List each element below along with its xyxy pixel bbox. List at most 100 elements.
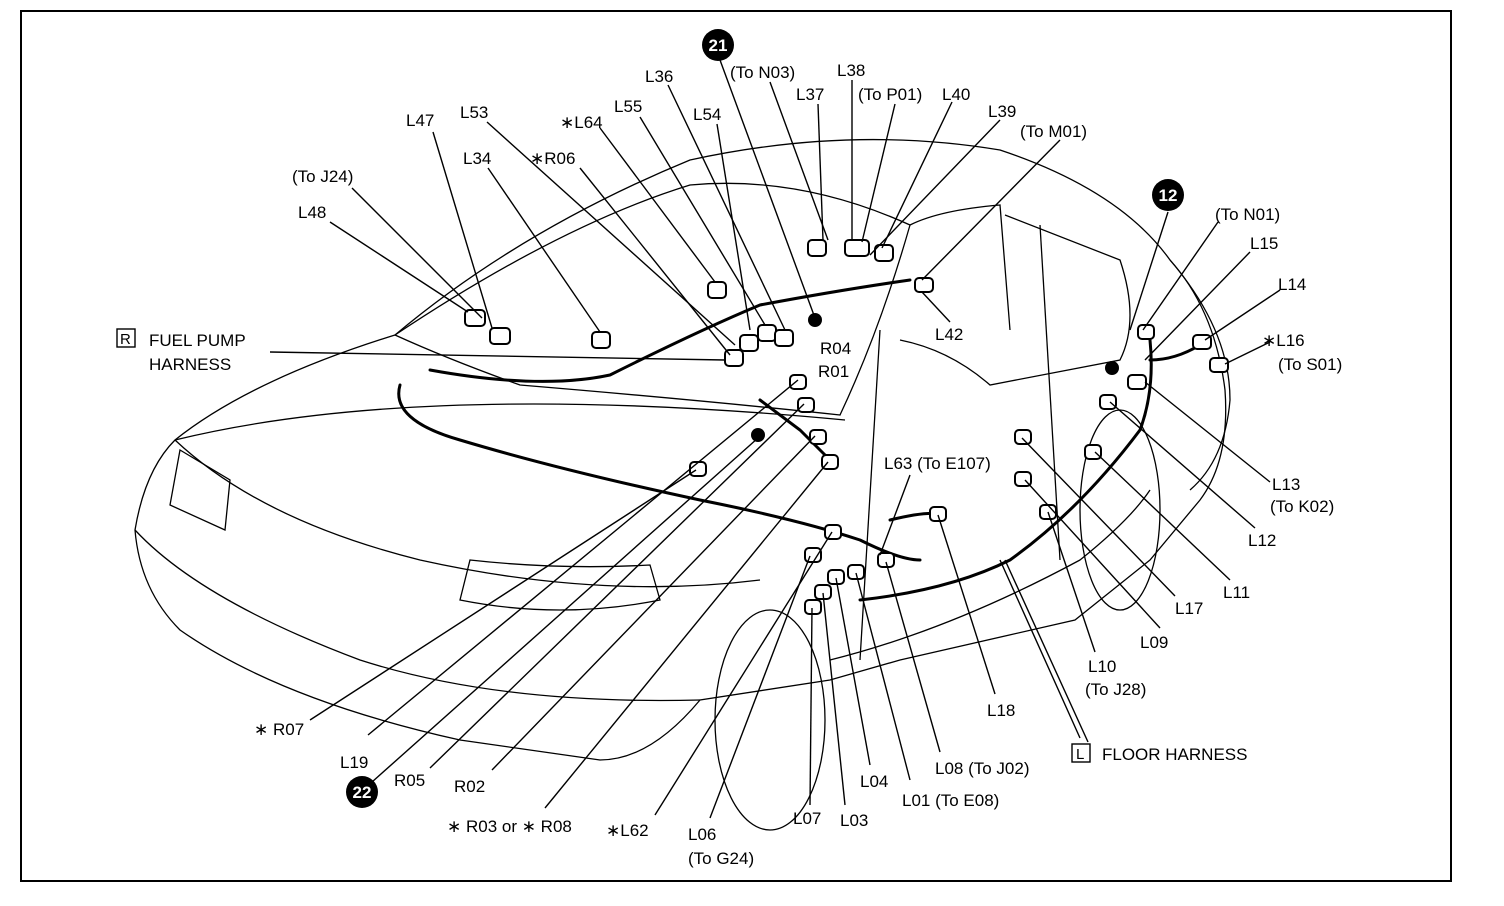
connector-21-dot bbox=[808, 313, 822, 327]
a-pillar bbox=[909, 204, 1011, 331]
connector-L17 bbox=[1014, 429, 1032, 445]
label-L64: ∗L64 bbox=[560, 113, 603, 132]
connector-L11 bbox=[1084, 444, 1102, 460]
connector-L54 bbox=[757, 324, 777, 342]
car-outline bbox=[134, 138, 1227, 761]
connector-22-dot bbox=[751, 428, 765, 442]
label-L17: L17 bbox=[1175, 599, 1203, 618]
label-toJ24: (To J24) bbox=[292, 167, 353, 186]
connector-L42 bbox=[914, 277, 934, 293]
connector-12-dot bbox=[1105, 361, 1119, 375]
label-L07: L07 bbox=[793, 809, 821, 828]
connector-labels: L47 L53 L36 L55 ∗L64 L54 L34 ∗R06 (To J2… bbox=[254, 61, 1342, 868]
diagram-frame bbox=[20, 10, 1452, 882]
windshield bbox=[393, 182, 911, 416]
connector-L48 bbox=[464, 309, 486, 327]
label-L39: L39 bbox=[988, 102, 1016, 121]
front-harness-bundle bbox=[758, 398, 832, 462]
label-R04: R04 bbox=[820, 339, 851, 358]
label-L16: ∗L16 bbox=[1262, 331, 1305, 350]
floor-marker-box bbox=[1071, 743, 1091, 763]
connector-L38 bbox=[844, 239, 870, 257]
connector-R03 bbox=[809, 429, 827, 445]
fuel-pump-label-line1: FUEL PUMP bbox=[149, 331, 246, 350]
connector-L34 bbox=[591, 331, 611, 349]
headlight-right bbox=[459, 559, 661, 611]
front-bumper bbox=[134, 529, 701, 702]
fuel-pump-harness-run bbox=[428, 278, 912, 383]
connector-L15 bbox=[1137, 324, 1155, 340]
floor-harness-side bbox=[858, 338, 1153, 602]
label-L03: L03 bbox=[840, 811, 868, 830]
door-line-front bbox=[859, 329, 881, 661]
label-L55: L55 bbox=[614, 97, 642, 116]
label-L13: L13 bbox=[1272, 475, 1300, 494]
label-R05: R05 bbox=[394, 771, 425, 790]
label-L14: L14 bbox=[1278, 275, 1306, 294]
label-L34: L34 bbox=[463, 149, 491, 168]
connector-L37 bbox=[807, 239, 827, 257]
label-L37: L37 bbox=[796, 85, 824, 104]
label-L18: L18 bbox=[987, 701, 1015, 720]
label-R01: R01 bbox=[818, 362, 849, 381]
label-R06: ∗R06 bbox=[530, 149, 575, 168]
label-toK02: (To K02) bbox=[1270, 497, 1334, 516]
side-window bbox=[899, 214, 1131, 386]
label-R03R08: ∗ R03 or ∗ R08 bbox=[447, 817, 572, 836]
label-toM01: (To M01) bbox=[1020, 122, 1087, 141]
connector-L16 bbox=[1209, 357, 1229, 373]
label-toG24: (To G24) bbox=[688, 849, 754, 868]
connector-L36 bbox=[774, 329, 794, 347]
label-L19: L19 bbox=[340, 753, 368, 772]
hood-line bbox=[174, 403, 846, 441]
connector-L62 bbox=[824, 524, 842, 540]
label-toN03: (To N03) bbox=[730, 63, 795, 82]
badge-22-text: 22 bbox=[353, 783, 372, 802]
floor-harness-label: FLOOR HARNESS bbox=[1102, 745, 1247, 764]
label-L62: ∗L62 bbox=[606, 821, 649, 840]
headlight-left bbox=[169, 448, 231, 531]
label-L38: L38 bbox=[837, 61, 865, 80]
front-wheel bbox=[714, 609, 826, 831]
label-L09: L09 bbox=[1140, 633, 1168, 652]
label-L08: L08 (To J02) bbox=[935, 759, 1030, 778]
connector-L08 bbox=[877, 552, 895, 568]
badge-12-text: 12 bbox=[1159, 186, 1178, 205]
connector-L18 bbox=[929, 506, 947, 522]
connector-L13 bbox=[1127, 374, 1147, 390]
label-L15: L15 bbox=[1250, 234, 1278, 253]
door-line-rear bbox=[1039, 224, 1061, 561]
badge-12: 12 bbox=[1152, 179, 1184, 211]
label-toJ28: (To J28) bbox=[1085, 680, 1146, 699]
label-L06: L06 bbox=[688, 825, 716, 844]
fuel-pump-marker-box bbox=[116, 328, 136, 348]
floor-harness-legend: L FLOOR HARNESS bbox=[1071, 743, 1247, 764]
harness-wiring bbox=[397, 278, 1202, 602]
connector-R02 bbox=[789, 374, 807, 390]
label-R07: ∗ R07 bbox=[254, 720, 304, 739]
label-L01: L01 (To E08) bbox=[902, 791, 999, 810]
label-L42: L42 bbox=[935, 325, 963, 344]
label-L47: L47 bbox=[406, 111, 434, 130]
label-toN01: (To N01) bbox=[1215, 205, 1280, 224]
floor-harness-main bbox=[397, 383, 922, 562]
label-toP01: (To P01) bbox=[858, 85, 922, 104]
label-L54: L54 bbox=[693, 105, 721, 124]
label-toS01: (To S01) bbox=[1278, 355, 1342, 374]
rear-end bbox=[1169, 259, 1231, 491]
label-L48: L48 bbox=[298, 203, 326, 222]
label-L36: L36 bbox=[645, 67, 673, 86]
label-L53: L53 bbox=[460, 103, 488, 122]
connector-R05 bbox=[797, 397, 815, 413]
label-L12: L12 bbox=[1248, 531, 1276, 550]
label-L11: L11 bbox=[1223, 583, 1250, 602]
connector-L47 bbox=[489, 327, 511, 345]
leader-lines bbox=[269, 59, 1281, 819]
connector-L07 bbox=[804, 599, 822, 615]
floor-marker: L bbox=[1076, 746, 1084, 763]
label-L10: L10 bbox=[1088, 657, 1116, 676]
connector-L55 bbox=[707, 281, 727, 299]
badge-21: 21 bbox=[702, 29, 734, 61]
connectors bbox=[464, 239, 1229, 615]
connector-L01 bbox=[847, 564, 865, 580]
